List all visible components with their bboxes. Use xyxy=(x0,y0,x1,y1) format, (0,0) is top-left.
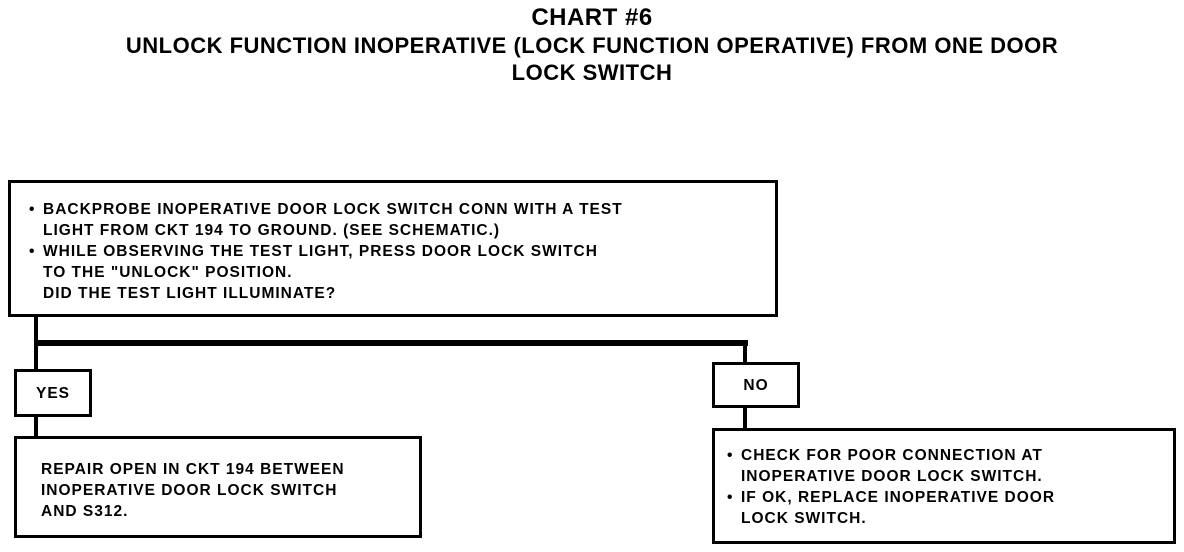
question-bullet-2-line-2: TO THE "UNLOCK" POSITION. xyxy=(43,264,293,281)
repair-line-2: INOPERATIVE DOOR LOCK SWITCH xyxy=(41,482,338,499)
yes-box: YES xyxy=(14,369,92,417)
chart-header: CHART #6 UNLOCK FUNCTION INOPERATIVE (LO… xyxy=(0,4,1184,86)
question-bullet-1: • BACKPROBE INOPERATIVE DOOR LOCK SWITCH… xyxy=(29,199,763,220)
no-label: NO xyxy=(743,376,769,394)
question-bullet-1-line-2: LIGHT FROM CKT 194 TO GROUND. (SEE SCHEM… xyxy=(43,222,501,239)
question-bullet-2-line-1: WHILE OBSERVING THE TEST LIGHT, PRESS DO… xyxy=(43,243,598,260)
check-bullet-1: • CHECK FOR POOR CONNECTION AT xyxy=(727,445,1163,466)
yes-label: YES xyxy=(35,384,70,402)
bullet-marker: • xyxy=(727,447,734,464)
chart-title-line-2: LOCK SWITCH xyxy=(511,60,673,85)
check-bullet-2: • IF OK, REPLACE INOPERATIVE DOOR xyxy=(727,487,1163,508)
check-box: • CHECK FOR POOR CONNECTION AT INOPERATI… xyxy=(712,428,1176,544)
question-text: DID THE TEST LIGHT ILLUMINATE? xyxy=(43,285,337,302)
chart-number: CHART #6 xyxy=(531,4,653,31)
bullet-marker: • xyxy=(29,201,36,218)
bullet-marker: • xyxy=(29,243,36,260)
check-bullet-2-line-2: LOCK SWITCH. xyxy=(741,510,867,527)
question-bullet-2: • WHILE OBSERVING THE TEST LIGHT, PRESS … xyxy=(29,241,763,262)
check-bullet-1-line-2: INOPERATIVE DOOR LOCK SWITCH. xyxy=(741,468,1043,485)
repair-box: REPAIR OPEN IN CKT 194 BETWEEN INOPERATI… xyxy=(14,436,422,538)
repair-line-3: AND S312. xyxy=(41,503,129,520)
question-box: • BACKPROBE INOPERATIVE DOOR LOCK SWITCH… xyxy=(8,180,778,317)
check-bullet-1-line-1: CHECK FOR POOR CONNECTION AT xyxy=(741,447,1043,464)
chart-title-line-1: UNLOCK FUNCTION INOPERATIVE (LOCK FUNCTI… xyxy=(125,33,1059,58)
question-bullet-1-line-1: BACKPROBE INOPERATIVE DOOR LOCK SWITCH C… xyxy=(43,201,623,218)
bullet-marker: • xyxy=(727,489,734,506)
repair-line-1: REPAIR OPEN IN CKT 194 BETWEEN xyxy=(41,461,345,478)
no-box: NO xyxy=(712,362,800,408)
check-bullet-2-line-1: IF OK, REPLACE INOPERATIVE DOOR xyxy=(741,489,1056,506)
